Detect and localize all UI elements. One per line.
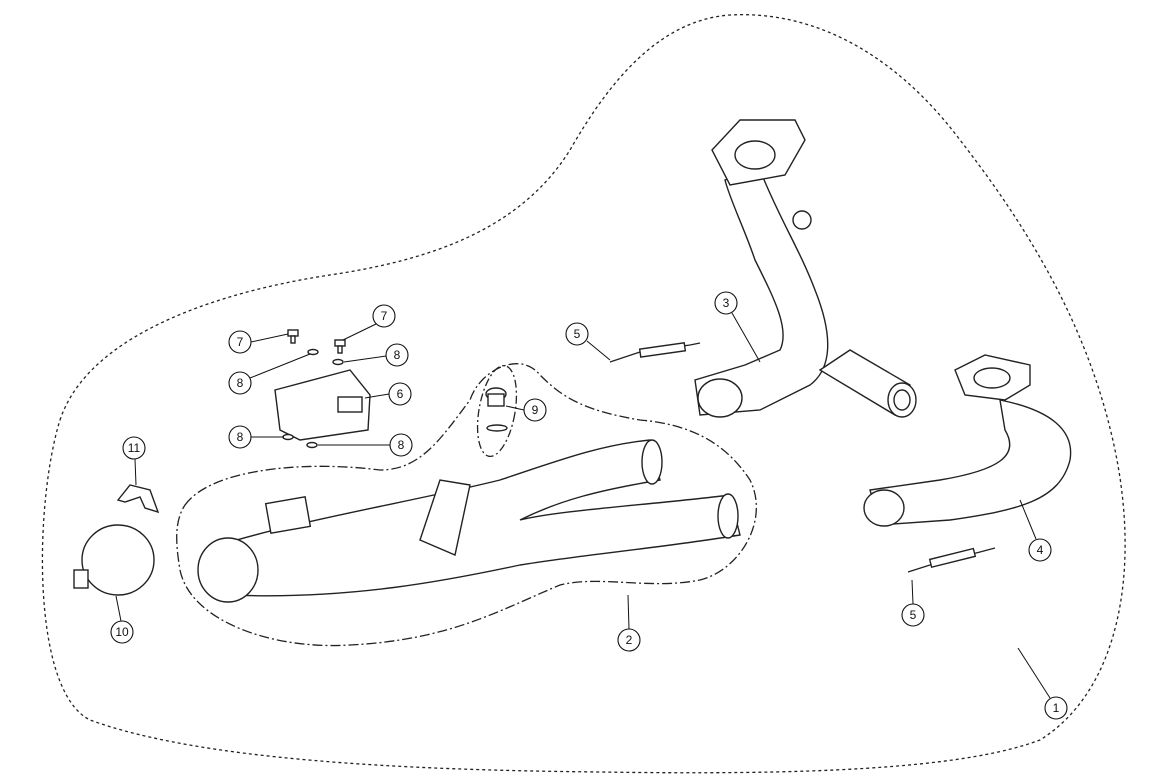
svg-text:7: 7 [237, 335, 244, 349]
callout-8d: 8 [389, 433, 413, 457]
callout-8a: 8 [228, 371, 252, 395]
callout-9: 9 [523, 398, 547, 422]
cover-part-6 [274, 369, 371, 441]
svg-text:11: 11 [128, 441, 141, 455]
header-pipe-part-4 [863, 354, 1072, 527]
washers-part-8 [282, 348, 344, 449]
svg-text:4: 4 [1037, 543, 1044, 557]
callout-8c: 8 [228, 425, 252, 449]
callout-11: 11 [122, 436, 146, 460]
svg-text:6: 6 [397, 387, 404, 401]
svg-text:8: 8 [398, 438, 405, 452]
bracket-part-11 [116, 484, 160, 514]
callout-5a: 5 [565, 322, 589, 346]
callout-1: 1 [1044, 696, 1068, 720]
callout-8b: 8 [385, 343, 409, 367]
callout-2: 2 [617, 628, 641, 652]
bolts-part-7 [287, 329, 346, 354]
svg-text:8: 8 [394, 348, 401, 362]
svg-text:8: 8 [237, 376, 244, 390]
plug-part-9 [485, 387, 508, 432]
callout-3: 3 [714, 291, 738, 315]
svg-text:10: 10 [115, 625, 129, 639]
callout-7b: 7 [372, 304, 396, 328]
spring-part-5 [609, 342, 996, 573]
assembly-outline-9 [476, 364, 518, 458]
clamp-part-10 [81, 524, 155, 596]
header-pipe-part-3 [694, 119, 917, 418]
callout-5b: 5 [901, 603, 925, 627]
callout-10: 10 [110, 620, 134, 644]
callout-4: 4 [1028, 538, 1052, 562]
svg-text:7: 7 [381, 309, 388, 323]
callout-7a: 7 [228, 330, 252, 354]
svg-text:3: 3 [723, 296, 730, 310]
mid-pipe-part-2 [197, 439, 741, 603]
clamp-screw [73, 569, 89, 589]
svg-text:2: 2 [626, 633, 633, 647]
assembly-outline-2 [176, 363, 757, 647]
cover-logo [337, 396, 363, 413]
svg-text:5: 5 [574, 327, 581, 341]
svg-text:9: 9 [532, 403, 539, 417]
callout-6: 6 [388, 382, 412, 406]
svg-text:8: 8 [237, 430, 244, 444]
leader-lines [115, 312, 1051, 699]
svg-text:5: 5 [910, 608, 917, 622]
svg-text:1: 1 [1053, 701, 1060, 715]
assembly-outline-1 [41, 14, 1126, 774]
